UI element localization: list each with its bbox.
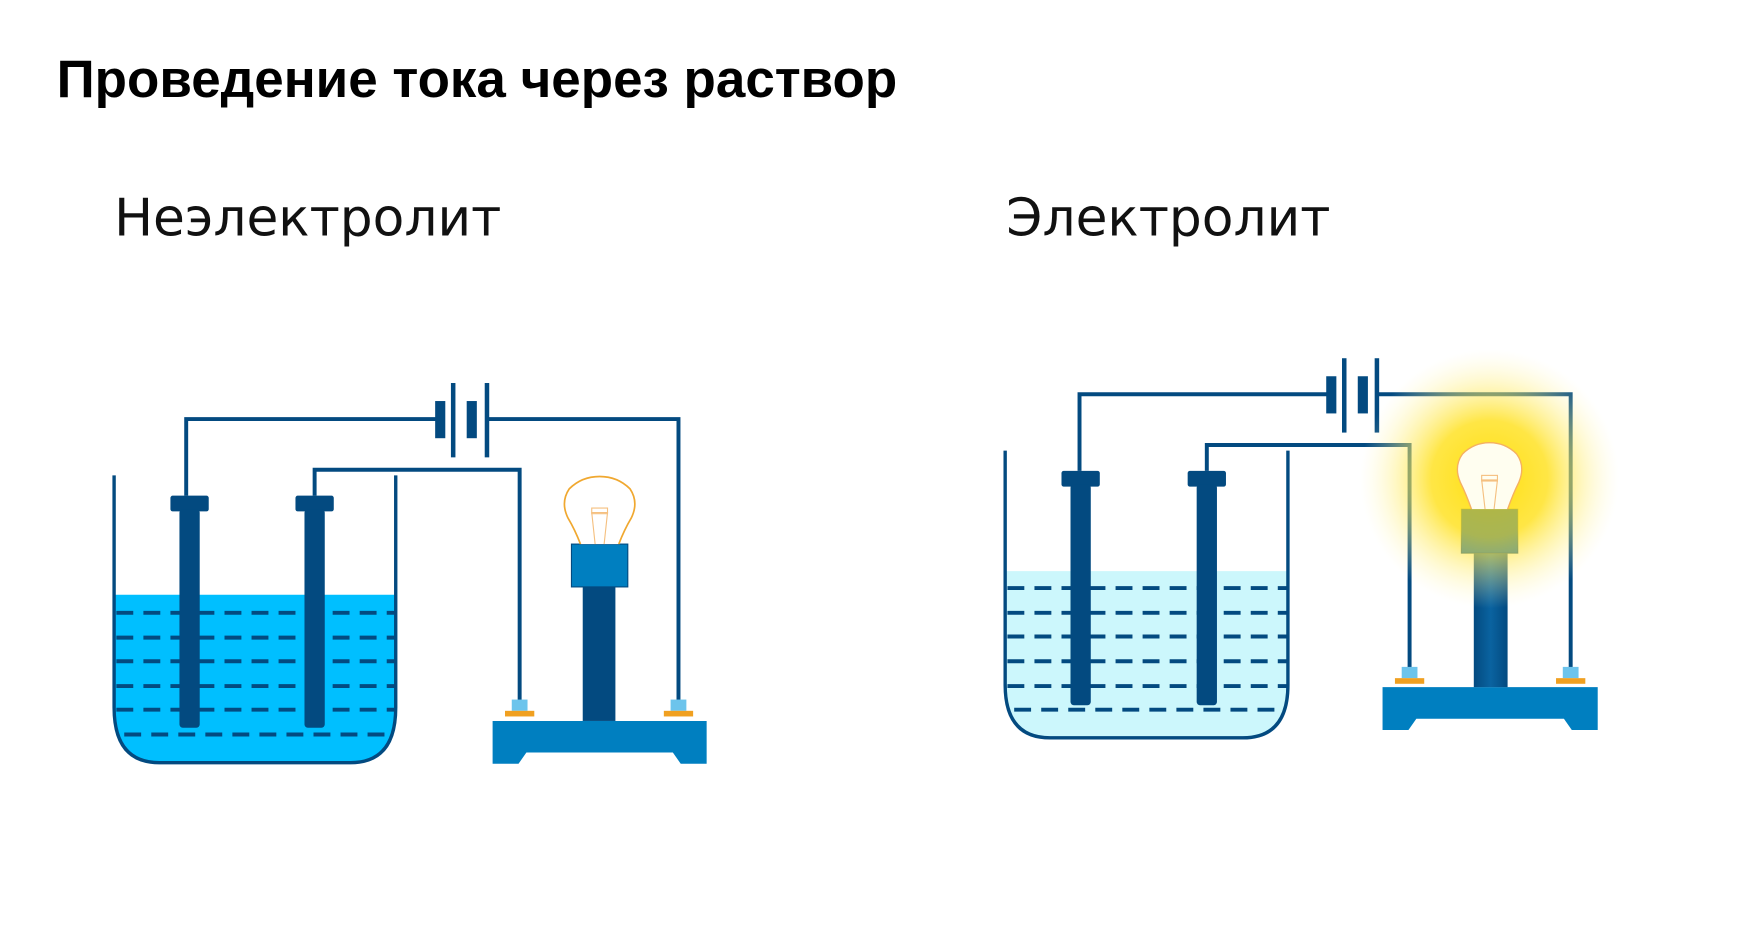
terminal-left [505, 699, 535, 717]
electrode-2 [295, 495, 334, 728]
panel-label-nonelectrolyte: Неэлектролит [114, 188, 501, 248]
terminal-right [1556, 666, 1586, 684]
page-title: Проведение тока через раствор [57, 50, 898, 109]
solution-lines [116, 610, 395, 737]
electrode-2 [1187, 470, 1226, 706]
bulb-off-icon [563, 475, 636, 545]
solution-lines [1007, 586, 1287, 712]
wire-1 [184, 417, 681, 701]
panel-label-electrolyte: Электролит [1006, 188, 1330, 248]
beaker [112, 475, 398, 765]
nonelectrolyte-setup [112, 383, 707, 765]
terminal-right [663, 699, 694, 717]
lamp-stand [492, 543, 707, 764]
terminal-left [1394, 666, 1425, 684]
beaker [1003, 450, 1290, 740]
battery-icon [1326, 358, 1380, 433]
wire-2 [312, 467, 522, 701]
battery-icon [435, 383, 490, 458]
electrolyte-setup [1003, 349, 1620, 740]
electrode-1 [1061, 470, 1100, 706]
bulb-on-icon [1456, 442, 1523, 554]
electrode-1 [170, 495, 209, 728]
